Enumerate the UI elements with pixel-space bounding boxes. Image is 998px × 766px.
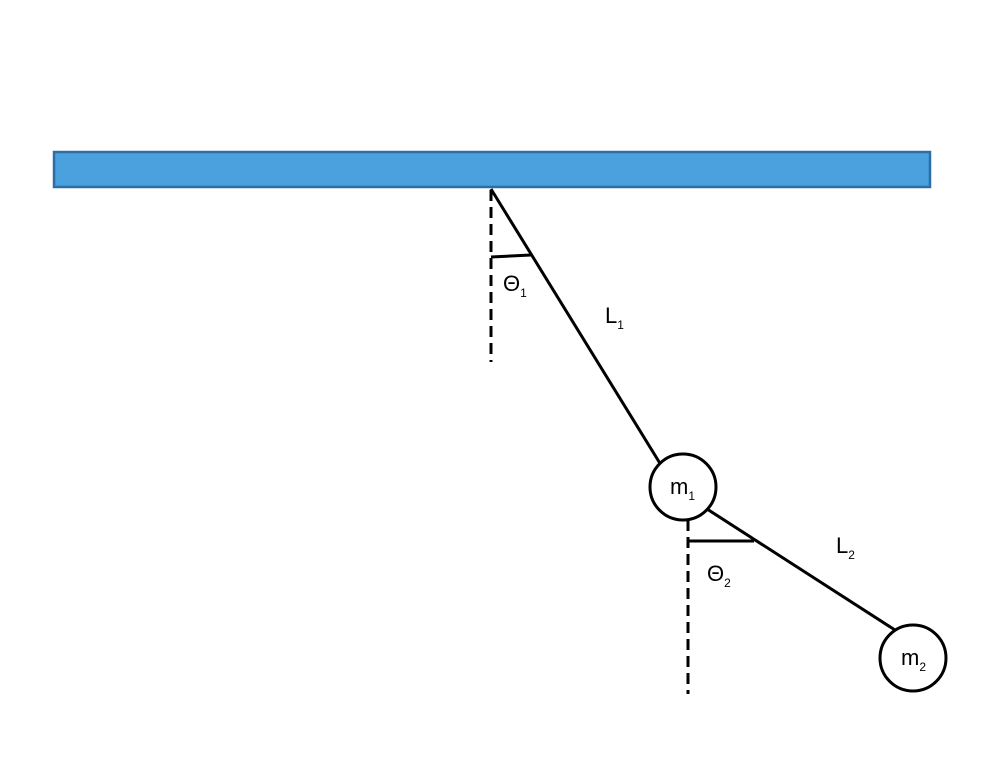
length-2-symbol: L bbox=[836, 533, 848, 558]
rod-1 bbox=[489, 188, 663, 466]
length-2-label: L2 bbox=[836, 533, 855, 562]
mass-1-subscript: 1 bbox=[688, 489, 695, 503]
rod-2 bbox=[706, 507, 896, 632]
theta-2-subscript: 2 bbox=[724, 576, 731, 590]
theta-1-subscript: 1 bbox=[520, 286, 527, 300]
length-1-subscript: 1 bbox=[617, 318, 624, 332]
mass-1-bob bbox=[648, 452, 718, 522]
length-1-label: L1 bbox=[605, 303, 624, 332]
mass-2-label: m2 bbox=[901, 645, 926, 674]
mass-2-bob bbox=[878, 623, 948, 693]
length-2-subscript: 2 bbox=[848, 548, 855, 562]
mass-1-symbol: m bbox=[670, 474, 688, 499]
theta-2-label: Θ2 bbox=[707, 561, 731, 590]
mass-2-symbol: m bbox=[901, 645, 919, 670]
mass-2-subscript: 2 bbox=[919, 660, 926, 674]
mass-1-label: m1 bbox=[670, 474, 695, 503]
theta-2-symbol: Θ bbox=[707, 561, 724, 586]
ceiling-bar bbox=[52, 150, 932, 189]
theta-1-label: Θ1 bbox=[503, 271, 527, 300]
angle-marker-1 bbox=[490, 253, 532, 259]
theta-1-symbol: Θ bbox=[503, 271, 520, 296]
length-1-symbol: L bbox=[605, 303, 617, 328]
